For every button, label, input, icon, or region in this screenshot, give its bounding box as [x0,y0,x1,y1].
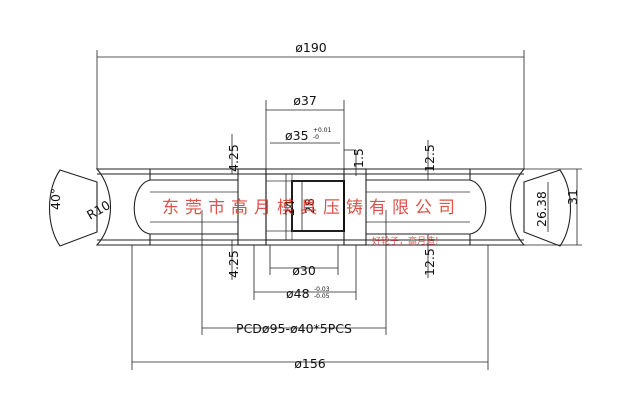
dimension-lines [96,50,582,370]
dim-outer-diameter: ø190 [295,40,327,55]
dim-radius: R10 [84,197,113,222]
dim-bore-bottom: ø30 [292,263,316,278]
dim-hub-tol-lower: -0.05 [314,293,330,300]
dim-bore-fit-tol-lower: -0 [313,134,319,141]
dim-inner-rim-diameter: ø156 [294,356,326,371]
dim-groove-top: 4.25 [226,144,241,172]
dim-bore-length: 28 [302,198,317,214]
dim-rim-width: 26.38 [534,191,549,227]
dim-total-width: 31 [565,189,580,205]
dim-hub-diameter: ø48 [286,286,310,301]
watermark: 东莞市高月模具压铸有限公司 好轮子，高月造! [162,198,461,247]
dim-bore-top: ø37 [293,93,317,108]
dim-bore-fit-tol-upper: +0.01 [313,127,332,134]
dim-hub-tol-upper: -0.03 [314,286,330,293]
dim-groove-bottom: 4.25 [226,250,241,278]
dimension-labels: ø190 ø37 ø35 +0.01 -0 1.5 4.25 4.25 12.5… [48,40,580,371]
dim-chamfer: 1.5 [351,148,366,168]
watermark-company: 东莞市高月模具压铸有限公司 [162,198,461,218]
wheel-section [48,168,572,247]
dim-face-offset-bottom: 12.5 [422,248,437,276]
dim-face-offset-top: 12.5 [422,144,437,172]
dim-angle: 40° [48,188,63,210]
dim-bore-fit: ø35 [285,128,309,143]
dim-hub-thickness: 24 [282,200,297,216]
dim-pcd: PCDø95-ø40*5PCS [236,321,352,336]
watermark-slogan: 好轮子，高月造! [372,235,439,247]
